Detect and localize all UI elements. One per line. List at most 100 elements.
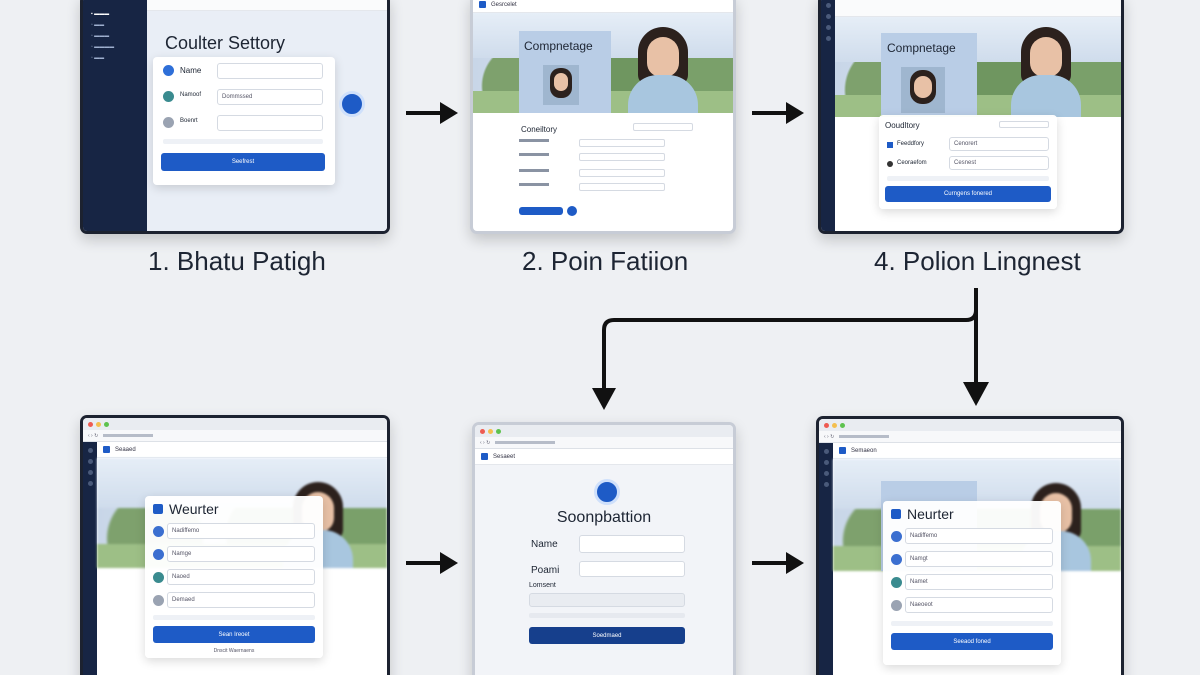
checkbox-row[interactable] [153, 615, 315, 620]
screen-6-device: ‹ › ↻ Semaeon Neurter Nadiffemo Namgt Na… [816, 416, 1124, 675]
logo-icon [479, 1, 486, 8]
app-bar: Sesaeet [475, 449, 733, 465]
submit-button[interactable]: Curngens fonered [885, 186, 1051, 202]
second-field[interactable]: Cesnest [949, 156, 1049, 170]
name-field[interactable]: Nadiffemo [905, 528, 1053, 544]
sidebar-item[interactable]: ▫ ▬▬▬ [91, 33, 110, 39]
address-bar[interactable]: ‹ › ↻ [475, 437, 733, 449]
screen-4-sidebar [83, 442, 97, 675]
user-icon [153, 549, 164, 560]
account-field[interactable]: Namet [905, 574, 1053, 590]
user-icon [163, 65, 174, 76]
form-title: Neurter [907, 506, 954, 522]
arrow-5-to-6 [752, 552, 804, 574]
screen-4: ‹ › ↻ Seaaed Weurter Nadiffemo Namge Nao… [83, 418, 387, 675]
app-label: Seaaed [115, 446, 136, 453]
user-icon [153, 526, 164, 537]
help-icon[interactable] [567, 206, 577, 216]
search-input[interactable] [999, 121, 1049, 128]
app-label: Gesrcelet [491, 1, 517, 8]
name-field[interactable] [217, 63, 323, 79]
sidebar-item[interactable]: ▫ ▬▬ [91, 22, 105, 28]
account-icon [163, 91, 174, 102]
screen-3-sidebar [821, 0, 835, 231]
form-title: Weurter [169, 501, 219, 517]
screen-3-device: Compnetage Ooudltory Feeddfory Cenorert … [818, 0, 1124, 234]
screen-3-topbar [835, 0, 1121, 17]
arrow-2-to-3 [752, 102, 804, 124]
search-input[interactable] [633, 123, 693, 131]
name-field[interactable]: Nadiffemo [167, 523, 315, 539]
fingerprint-icon[interactable] [339, 91, 365, 117]
extra-field[interactable] [217, 115, 323, 131]
logo-icon [839, 447, 846, 454]
app-bar: Seaaed [97, 442, 387, 458]
field-label: Boenrt [180, 118, 198, 124]
fingerprint-icon [594, 479, 620, 505]
form-panel: Name Namoof Dommssed Boenrt Seefrest [153, 57, 335, 185]
screen-6: ‹ › ↻ Semaeon Neurter Nadiffemo Namgt Na… [819, 419, 1121, 675]
footer-link[interactable]: Dnscit Waernaens [213, 648, 255, 654]
checkbox-row[interactable] [891, 621, 1053, 626]
screen-1-topbar [147, 0, 387, 11]
address-bar[interactable]: ‹ › ↻ [83, 430, 387, 442]
submit-button[interactable] [519, 207, 563, 215]
domain-field[interactable]: Demaed [167, 592, 315, 608]
browser-tabs [475, 425, 733, 437]
submit-button[interactable]: Seefrest [161, 153, 325, 171]
settings-icon [887, 161, 893, 167]
checkbox-row[interactable] [887, 176, 1049, 181]
arrow-4-to-5 [406, 552, 458, 574]
sidebar-item[interactable]: ▫ ▬▬▬▬ [91, 44, 115, 50]
user-icon [891, 554, 902, 565]
screen-1-device: ▪ ▬▬▬ ▫ ▬▬ ▫ ▬▬▬ ▫ ▬▬▬▬ ▫ ▬▬ Coulter Set… [80, 0, 390, 234]
domain-field[interactable]: Dommssed [217, 89, 323, 105]
app-bar: Semaeon [833, 443, 1121, 459]
sidebar-item[interactable]: ▫ ▬▬ [91, 55, 105, 61]
first-field[interactable]: Cenorert [949, 137, 1049, 151]
sidebar-item[interactable]: ▪ ▬▬▬ [91, 11, 110, 17]
logo-icon [891, 509, 901, 519]
hero-image [835, 17, 1121, 117]
submit-button[interactable]: Sean Ireoet [153, 626, 315, 643]
username-field[interactable]: Namge [167, 546, 315, 562]
step-caption-3: 4. Polion Lingnest [874, 246, 1081, 276]
form-title: Soonpbattion [556, 509, 652, 526]
domain-field[interactable]: Naeoeot [905, 597, 1053, 613]
settings-icon [891, 600, 902, 611]
screen-2: Gesrcelet Compnetage Coneiltory [473, 0, 733, 231]
settings-icon [163, 117, 174, 128]
screen-5: ‹ › ↻ Sesaeet Soonpbattion Name Poami Lo… [475, 425, 733, 675]
password-field[interactable] [579, 561, 685, 577]
user-icon [891, 531, 902, 542]
comment-field[interactable] [529, 593, 685, 607]
username-field[interactable]: Namgt [905, 551, 1053, 567]
connector-arrows [592, 288, 989, 410]
browser-tabs [819, 419, 1121, 431]
settings-icon [153, 595, 164, 606]
submit-button[interactable]: Seeaod foned [891, 633, 1053, 650]
hero-title: Compnetage [524, 39, 593, 53]
address-bar[interactable]: ‹ › ↻ [819, 431, 1121, 443]
form-panel: Ooudltory Feeddfory Cenorert Ceoraefom C… [879, 115, 1057, 209]
app-bar: Gesrcelet [473, 0, 733, 13]
step-caption-2: 2. Poin Fatiion [522, 246, 689, 276]
field-label: Poami [531, 565, 560, 576]
account-field[interactable]: Naoed [167, 569, 315, 585]
form-panel: Neurter Nadiffemo Namgt Namet Naeoeot Se… [883, 501, 1061, 665]
screen-1: ▪ ▬▬▬ ▫ ▬▬ ▫ ▬▬▬ ▫ ▬▬▬▬ ▫ ▬▬ Coulter Set… [83, 0, 387, 231]
logo-icon [481, 453, 488, 460]
screen-1-sidebar: ▪ ▬▬▬ ▫ ▬▬ ▫ ▬▬▬ ▫ ▬▬▬▬ ▫ ▬▬ [83, 0, 147, 231]
form-panel: Weurter Nadiffemo Namge Naoed Demaed Sea… [145, 496, 323, 658]
submit-button[interactable]: Soedmaed [529, 627, 685, 644]
checkbox-row[interactable] [529, 613, 685, 618]
app-label: Semaeon [851, 447, 877, 454]
page-title: Coulter Settory [165, 33, 286, 53]
app-label: Sesaeet [493, 453, 516, 460]
checkbox-row[interactable] [163, 139, 323, 144]
name-field[interactable] [579, 535, 685, 553]
field-label: Lomsent [529, 582, 556, 589]
account-icon [153, 572, 164, 583]
form-grid [519, 139, 669, 191]
field-label: Name [531, 539, 558, 550]
